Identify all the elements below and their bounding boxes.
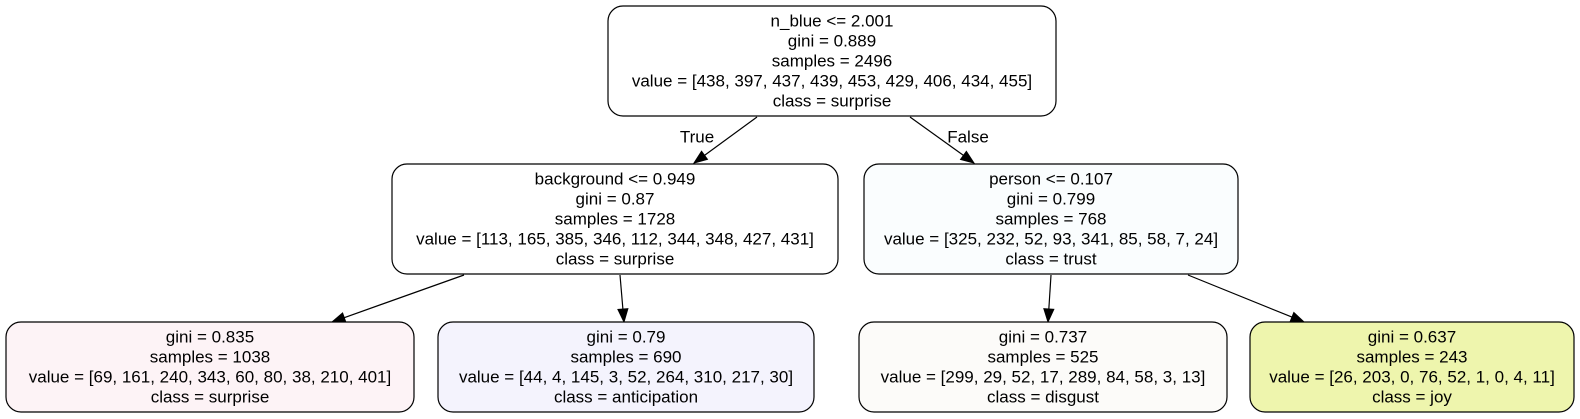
node-text-line: value = [26, 203, 0, 76, 52, 1, 0, 4, 11… — [1269, 368, 1555, 387]
node-text-line: gini = 0.79 — [587, 328, 666, 347]
node-text-line: class = surprise — [773, 92, 892, 111]
arrowhead-icon — [617, 308, 629, 324]
node-text-line: class = joy — [1372, 388, 1452, 407]
edge-label-false: False — [947, 128, 989, 147]
node-text-line: value = [69, 161, 240, 343, 60, 80, 38, … — [29, 368, 392, 387]
node-text-line: person <= 0.107 — [989, 170, 1113, 189]
node-text-line: samples = 690 — [570, 348, 681, 367]
edge-right-to-right-right — [1187, 274, 1306, 323]
node-text-line: background <= 0.949 — [535, 170, 696, 189]
arrowhead-icon — [959, 150, 976, 164]
arrowhead-icon — [1043, 308, 1055, 324]
node-text-line: gini = 0.835 — [166, 328, 254, 347]
node-text-line: class = surprise — [151, 388, 270, 407]
node-text-line: value = [113, 165, 385, 346, 112, 344, 3… — [416, 230, 814, 249]
node-text-line: value = [299, 29, 52, 17, 289, 84, 58, 3… — [881, 368, 1206, 387]
node-text-line: samples = 1038 — [150, 348, 271, 367]
node-text-line: samples = 525 — [987, 348, 1098, 367]
node-text-line: value = [44, 4, 145, 3, 52, 264, 310, 21… — [459, 368, 793, 387]
node-text-line: samples = 1728 — [555, 210, 676, 229]
node-box — [863, 163, 1239, 275]
node-box — [5, 321, 415, 413]
node-box — [391, 163, 839, 275]
edge-line — [344, 274, 465, 319]
node-text-line: gini = 0.87 — [576, 190, 655, 209]
edge-line — [1187, 274, 1293, 318]
arrowhead-icon — [692, 150, 709, 164]
node-box — [437, 321, 815, 413]
edge-left-to-left-right — [617, 274, 629, 324]
arrowhead-icon — [330, 312, 347, 323]
edge-line — [619, 274, 624, 310]
node-text-line: value = [438, 397, 437, 439, 453, 429, 4… — [632, 72, 1032, 91]
edge-line — [909, 116, 964, 156]
edge-line — [1048, 274, 1052, 310]
node-text-line: class = trust — [1005, 250, 1096, 269]
node-text-line: gini = 0.799 — [1007, 190, 1095, 209]
node-text-line: gini = 0.637 — [1368, 328, 1456, 347]
node-box — [1249, 321, 1575, 413]
arrowhead-icon — [1289, 311, 1306, 323]
edge-root-to-right: False — [909, 116, 989, 164]
node-text-line: samples = 2496 — [772, 52, 893, 71]
node-text-line: class = anticipation — [554, 388, 698, 407]
node-text-line: value = [325, 232, 52, 93, 341, 85, 58, … — [884, 230, 1218, 249]
node-text-line: class = disgust — [987, 388, 1099, 407]
edge-root-to-left: True — [680, 116, 758, 164]
node-box — [607, 5, 1057, 117]
edge-line — [704, 116, 758, 156]
node-text-line: samples = 768 — [995, 210, 1106, 229]
edge-right-to-right-left — [1043, 274, 1055, 324]
node-text-line: gini = 0.889 — [788, 32, 876, 51]
edge-left-to-left-left — [330, 274, 465, 323]
node-box — [858, 321, 1228, 413]
node-text-line: class = surprise — [556, 250, 675, 269]
node-text-line: samples = 243 — [1356, 348, 1467, 367]
edge-label-true: True — [680, 128, 714, 147]
node-text-line: gini = 0.737 — [999, 328, 1087, 347]
node-text-line: n_blue <= 2.001 — [771, 12, 894, 31]
